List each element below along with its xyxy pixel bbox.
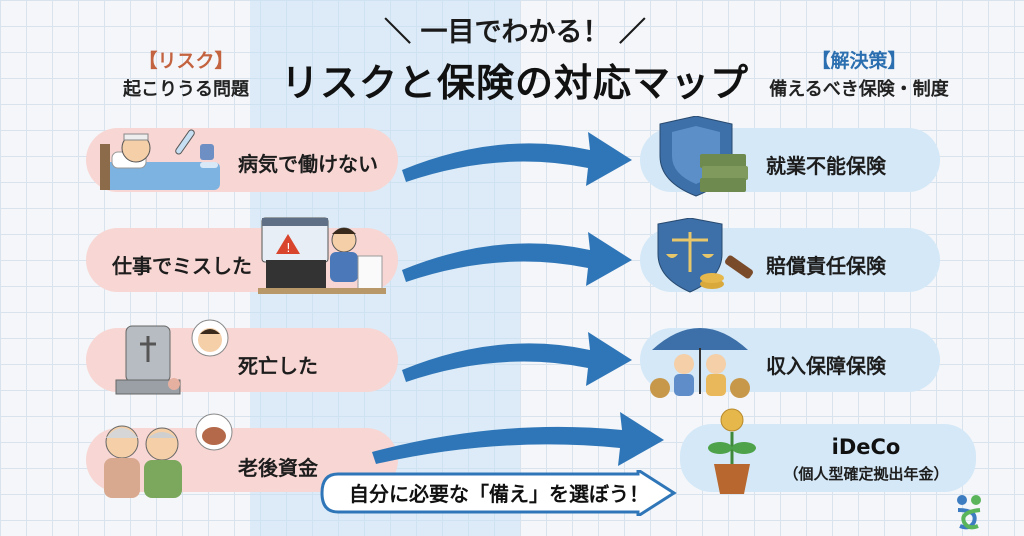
risk-label-1: 病気で働けない — [238, 152, 378, 176]
scales-gavel-icon — [650, 217, 760, 304]
risk-header-subtitle: 起こりうる問題 — [123, 79, 249, 100]
banner-arrow-shape — [320, 470, 677, 516]
solution-sublabel-4: （個人型確定拠出年金） — [783, 465, 949, 483]
umbrella-family-icon — [648, 314, 752, 406]
elderly-couple-icon — [96, 412, 236, 502]
risk-label-4: 老後資金 — [238, 456, 318, 480]
money-plant-icon — [696, 408, 766, 502]
title-tagline: ＼ 一目でわかる！ ／ — [384, 17, 646, 48]
page-title: リスクと保険の対応マップ — [280, 61, 749, 105]
solution-label-1: 就業不能保険 — [766, 154, 886, 178]
solution-label-3: 収入保障保険 — [766, 354, 886, 378]
shield-money-icon — [650, 115, 750, 202]
sick-person-in-bed-icon — [96, 122, 226, 198]
solution-header: 【解決策】 備えるべき保険・制度 — [754, 46, 964, 101]
arrow-4 — [372, 412, 664, 466]
office-worker-warning-icon: ! — [258, 212, 386, 302]
banner-text: 自分に必要な「備え」を選ぼう！ — [349, 482, 649, 506]
arrow-3 — [402, 332, 632, 386]
arrow-1 — [402, 132, 632, 186]
gravestone-icon — [112, 318, 232, 404]
brand-logo — [952, 492, 986, 536]
risk-label-2: 仕事でミスした — [112, 254, 252, 278]
arrow-2 — [402, 232, 632, 286]
risk-label-3: 死亡した — [238, 354, 318, 378]
risk-header: 【リスク】 起こりうる問題 — [106, 46, 266, 101]
risk-header-title: 【リスク】 — [138, 50, 234, 72]
solution-label-2: 賠償責任保険 — [766, 254, 886, 278]
solution-header-subtitle: 備えるべき保険・制度 — [769, 79, 949, 100]
solution-label-4: iDeCo — [831, 435, 901, 459]
solution-header-title: 【解決策】 — [811, 50, 907, 72]
svg-text:!: ! — [286, 241, 291, 255]
